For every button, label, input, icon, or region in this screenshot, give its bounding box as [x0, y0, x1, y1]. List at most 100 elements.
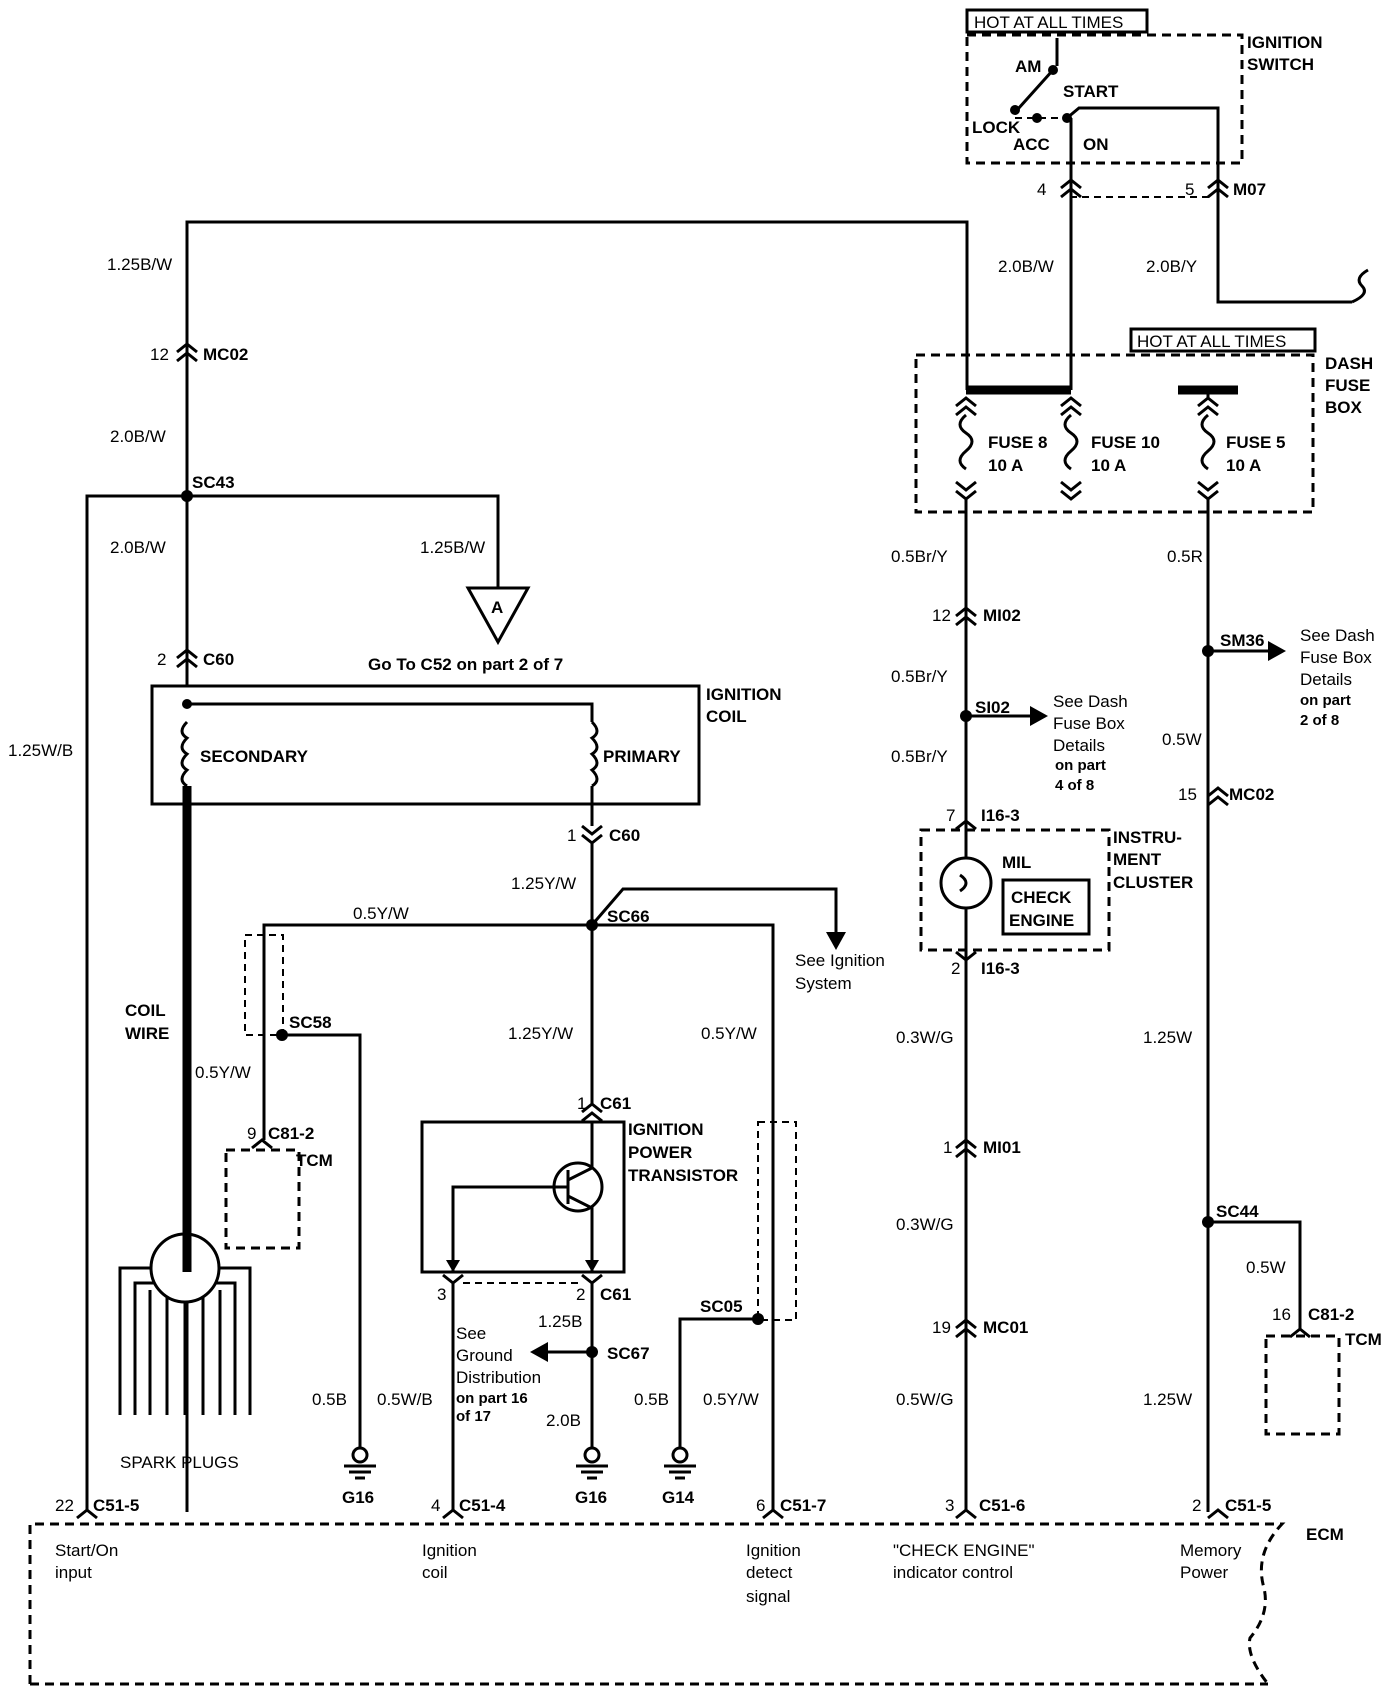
arrow-right	[1030, 706, 1048, 726]
wire-break-symbol	[1351, 268, 1369, 304]
splice-label: SM36	[1220, 631, 1264, 650]
pin-number: 3	[945, 1496, 954, 1515]
connector-label: C60	[609, 826, 640, 845]
splice-label: SC66	[607, 907, 650, 926]
arrow-left	[530, 1342, 548, 1362]
transistor-emitter	[567, 1194, 594, 1272]
wire-label: 0.3W/G	[896, 1215, 954, 1234]
transistor-label: IGNITION	[628, 1120, 704, 1139]
connector-chevron	[1060, 489, 1082, 501]
pin-number: 19	[932, 1318, 951, 1337]
wire-label: 0.5B	[634, 1390, 669, 1409]
ignition-switch-outline	[965, 33, 1244, 165]
connector-chevron	[1060, 405, 1082, 417]
ignition-switch-label: IGNITION	[1247, 33, 1323, 52]
arrow-down	[446, 1260, 460, 1272]
check-engine-box	[1001, 878, 1091, 936]
connector-chevron	[1060, 480, 1082, 492]
wire-label: 1.25B/W	[420, 538, 485, 557]
see-ignition-label: See Ignition	[795, 951, 885, 970]
wire-label: 0.5Y/W	[353, 904, 409, 923]
check-engine-label: ENGINE	[1009, 911, 1074, 930]
instrument-cluster-label: MENT	[1113, 850, 1162, 869]
transistor-base-wire	[451, 1185, 568, 1272]
pin-number: 7	[946, 806, 955, 825]
connector-label: C81-2	[268, 1124, 314, 1143]
connector-chevron	[955, 480, 977, 492]
fuse-label: FUSE 8	[988, 433, 1048, 452]
connector-chevron	[1197, 489, 1219, 501]
connector-label: MC01	[983, 1318, 1028, 1337]
spark-plugs-label: SPARK PLUGS	[120, 1453, 239, 1472]
see-dash-label: Details	[1053, 736, 1105, 755]
connector-chevron	[581, 1111, 603, 1123]
switch-contact	[1032, 113, 1042, 123]
ecm-pin-desc: signal	[746, 1587, 790, 1606]
ground-symbol	[351, 1446, 369, 1464]
transistor-box	[420, 1120, 626, 1274]
fuse-label: 10 A	[1226, 456, 1261, 475]
connector-label: C51-4	[459, 1496, 506, 1515]
pin-number: 12	[932, 606, 951, 625]
see-dash-label: 2 of 8	[1300, 712, 1339, 729]
tcm-left-outline	[224, 1148, 301, 1250]
ecm-pin-desc: indicator control	[893, 1563, 1013, 1582]
ground-label: G14	[662, 1488, 695, 1507]
pin-number: 2	[951, 959, 960, 978]
see-ground-label: of 17	[456, 1408, 491, 1425]
connector-label: C81-2	[1308, 1305, 1354, 1324]
instrument-cluster-label: CLUSTER	[1113, 873, 1193, 892]
wire-label: 0.5Y/W	[195, 1063, 251, 1082]
see-dash-label: on part	[1055, 757, 1106, 774]
wire-125wb	[85, 494, 187, 1512]
connector-label: I16-3	[981, 806, 1020, 825]
splice-label: SC05	[700, 1297, 743, 1316]
connector-label: MC02	[203, 345, 248, 364]
ignition-coil-label: IGNITION	[706, 685, 782, 704]
pin-number: 3	[437, 1285, 446, 1304]
connector-label: C51-6	[979, 1496, 1025, 1515]
ecm-pin-desc: coil	[422, 1563, 448, 1582]
wire-label: 2.0B/W	[110, 538, 166, 557]
wire-see-ign	[590, 887, 838, 932]
hot-at-all-times-box	[1129, 327, 1317, 353]
wire-label: 2.0B/Y	[1146, 257, 1197, 276]
fuse-label: 10 A	[988, 456, 1023, 475]
wire-label: 0.5W/B	[377, 1390, 433, 1409]
wire-shield	[757, 1121, 797, 1321]
fuse-10: FUSE 10 10 A	[1060, 396, 1160, 501]
connector-label: C51-5	[93, 1496, 139, 1515]
connector-chevron	[955, 396, 977, 408]
hot-at-all-times-label: HOT AT ALL TIMES	[974, 13, 1123, 32]
primary-winding	[589, 720, 599, 788]
splice-label: SI02	[975, 698, 1010, 717]
pin-number: 22	[55, 1496, 74, 1515]
ignition-coil-box	[150, 684, 701, 806]
connector-label: MC02	[1229, 785, 1274, 804]
see-dash-label: See Dash	[1300, 626, 1375, 645]
pin-number: 5	[1185, 180, 1194, 199]
see-dash-label: Fuse Box	[1053, 714, 1125, 733]
lock-label: LOCK	[972, 118, 1021, 137]
fuse-label: FUSE 10	[1091, 433, 1160, 452]
connector-chevron	[581, 1273, 603, 1285]
connector-chevrons	[76, 178, 1311, 1520]
offpage-marker-label: A	[491, 598, 503, 617]
wire-label: 0.5B	[312, 1390, 347, 1409]
connector-label: C51-5	[1225, 1496, 1271, 1515]
fuse-element	[958, 413, 974, 471]
ignition-coil: IGNITION COIL SECONDARY PRIMARY	[150, 684, 782, 826]
transistor-label: POWER	[628, 1143, 692, 1162]
arrow-down	[826, 932, 846, 950]
wire-05w-tcm	[1208, 1220, 1302, 1329]
wire-label: 0.5W	[1246, 1258, 1286, 1277]
am-label: AM	[1015, 57, 1041, 76]
see-ground-label: See	[456, 1324, 486, 1343]
ground-g16-a: G16	[342, 1446, 376, 1507]
pin-number: 2	[1192, 1496, 1201, 1515]
see-ground-label: Distribution	[456, 1368, 541, 1387]
connector-chevron	[1207, 178, 1229, 190]
ground-label: G16	[342, 1488, 374, 1507]
coil-wire-label: COIL	[125, 1001, 166, 1020]
